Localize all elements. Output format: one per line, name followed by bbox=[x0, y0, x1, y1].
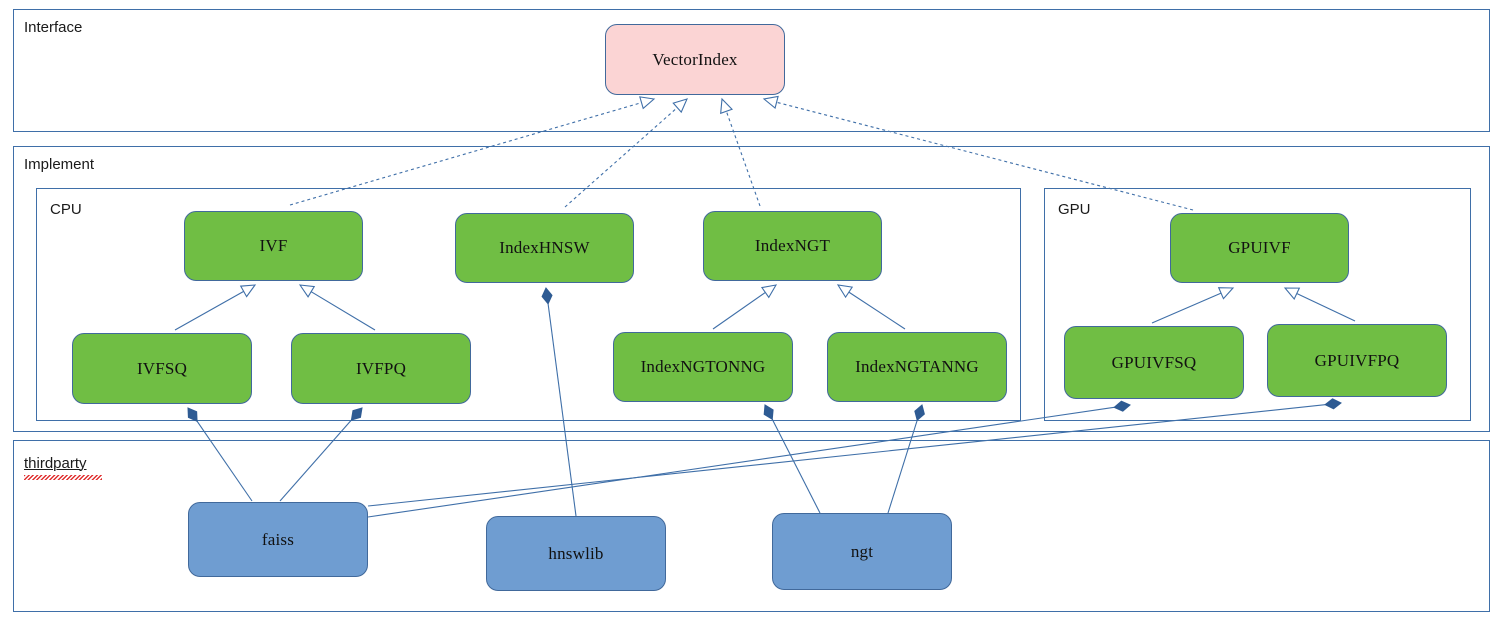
node-gpuivfsq[interactable]: GPUIVFSQ bbox=[1064, 326, 1244, 399]
container-label-implement: Implement bbox=[24, 156, 95, 173]
node-indexhnsw[interactable]: IndexHNSW bbox=[455, 213, 634, 283]
node-hnswlib[interactable]: hnswlib bbox=[486, 516, 666, 591]
node-ngt[interactable]: ngt bbox=[772, 513, 952, 590]
node-faiss[interactable]: faiss bbox=[188, 502, 368, 577]
node-indexngtanng[interactable]: IndexNGTANNG bbox=[827, 332, 1007, 402]
node-ivfpq[interactable]: IVFPQ bbox=[291, 333, 471, 404]
node-ivf[interactable]: IVF bbox=[184, 211, 363, 281]
node-gpuivfpq[interactable]: GPUIVFPQ bbox=[1267, 324, 1447, 397]
container-label-thirdparty: thirdparty bbox=[24, 455, 87, 472]
node-indexngt[interactable]: IndexNGT bbox=[703, 211, 882, 281]
node-vectorindex[interactable]: VectorIndex bbox=[605, 24, 785, 95]
container-label-cpu: CPU bbox=[50, 201, 82, 218]
node-ivfsq[interactable]: IVFSQ bbox=[72, 333, 252, 404]
node-indexngtonng[interactable]: IndexNGTONNG bbox=[613, 332, 793, 402]
container-label-gpu: GPU bbox=[1058, 201, 1091, 218]
node-gpuivf[interactable]: GPUIVF bbox=[1170, 213, 1349, 283]
container-label-interface: Interface bbox=[24, 19, 83, 36]
